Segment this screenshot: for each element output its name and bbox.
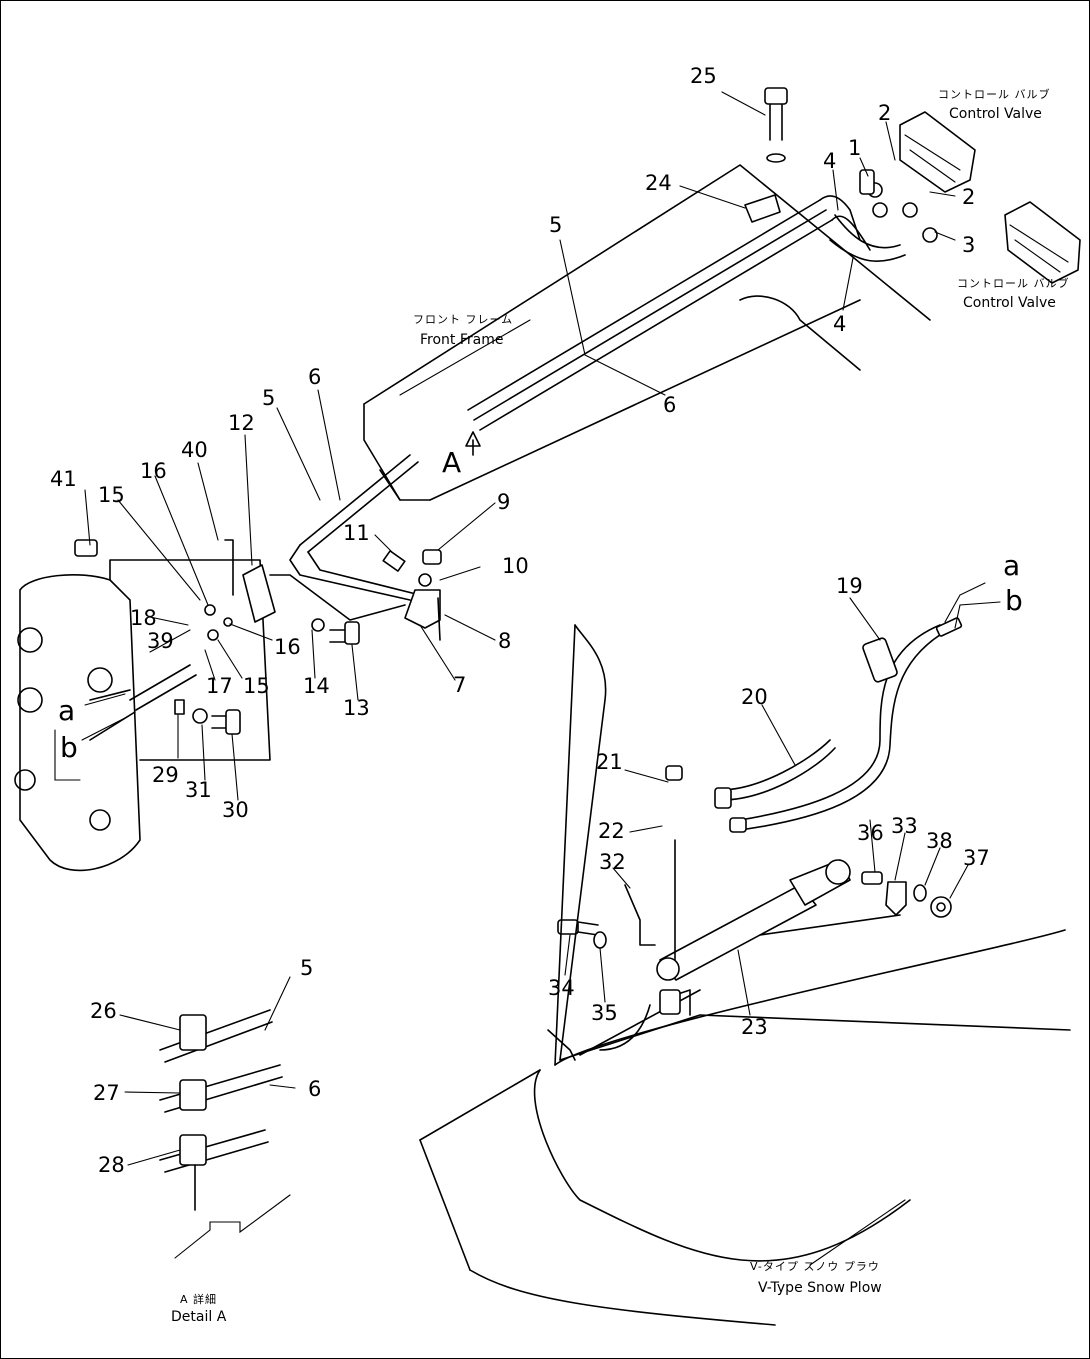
front-frame xyxy=(363,164,931,501)
callout-29: 29 xyxy=(152,763,179,787)
detail-a-clamps xyxy=(159,1009,291,1259)
snow-plow-jp-label: V-タイプ スノウ プラウ xyxy=(750,1260,880,1273)
front-frame-en-label: Front Frame xyxy=(420,332,503,348)
callout-13: 13 xyxy=(343,696,370,720)
callout-27: 27 xyxy=(93,1081,120,1105)
bolt-25 xyxy=(744,87,788,223)
bolt-13-14 xyxy=(311,618,360,645)
callout-3: 3 xyxy=(962,233,975,257)
callout-15-bottom: 15 xyxy=(243,674,270,698)
callout-23: 23 xyxy=(741,1015,768,1039)
callout-5-detail: 5 xyxy=(300,956,313,980)
callout-12: 12 xyxy=(228,411,255,435)
callout-5-top: 5 xyxy=(549,213,562,237)
hose-a-right-label: a xyxy=(1003,549,1020,582)
main-valve-block xyxy=(14,539,271,872)
callout-20: 20 xyxy=(741,685,768,709)
callout-9: 9 xyxy=(497,490,510,514)
valve-hoses-4 xyxy=(829,169,938,263)
callout-24: 24 xyxy=(645,171,672,195)
cylinder-23 xyxy=(656,839,901,981)
detail-a-en-label: Detail A xyxy=(171,1309,227,1325)
callout-6-right: 6 xyxy=(663,393,676,417)
callout-30: 30 xyxy=(222,798,249,822)
callout-28: 28 xyxy=(98,1153,125,1177)
callout-35: 35 xyxy=(591,1001,618,1025)
callout-5-left: 5 xyxy=(262,386,275,410)
callout-18: 18 xyxy=(130,606,157,630)
callout-33: 33 xyxy=(891,814,918,838)
valve-12 xyxy=(204,539,276,641)
callout-19: 19 xyxy=(836,574,863,598)
callout-2-right: 2 xyxy=(962,185,975,209)
callout-6-detail: 6 xyxy=(308,1077,321,1101)
detail-a-jp-label: A 詳細 xyxy=(180,1292,217,1306)
control-valve-top xyxy=(899,111,976,193)
callout-1: 1 xyxy=(848,136,861,160)
callout-6-left: 6 xyxy=(308,365,321,389)
hose-b-right-label: b xyxy=(1005,584,1023,617)
callout-32: 32 xyxy=(599,850,626,874)
callout-17: 17 xyxy=(206,674,233,698)
callout-8: 8 xyxy=(498,629,511,653)
callout-14: 14 xyxy=(303,674,330,698)
pin-32-bolt-34 xyxy=(557,884,656,949)
callout-25: 25 xyxy=(690,64,717,88)
callout-10: 10 xyxy=(502,554,529,578)
hose-a-left-label: a xyxy=(58,694,75,727)
view-marker-label: A xyxy=(442,446,461,479)
front-frame-jp-label: フロント フレーム xyxy=(413,313,513,326)
callout-11: 11 xyxy=(343,521,370,545)
callout-16-bottom: 16 xyxy=(274,635,301,659)
snow-plow-blade xyxy=(419,624,1071,1326)
callout-38: 38 xyxy=(926,829,953,853)
callout-4-top: 4 xyxy=(823,149,836,173)
callout-39: 39 xyxy=(147,629,174,653)
control-valve-top-jp-label: コントロール バルブ xyxy=(938,87,1051,101)
callout-40: 40 xyxy=(181,438,208,462)
control-valve-right-jp-label: コントロール バルブ xyxy=(957,276,1070,290)
view-arrow-a xyxy=(465,431,481,456)
control-valve-top-en-label: Control Valve xyxy=(949,106,1042,122)
hose-ab-left xyxy=(89,664,197,741)
callout-21: 21 xyxy=(596,750,623,774)
callout-16-top: 16 xyxy=(140,459,167,483)
bolt-30-31 xyxy=(174,699,241,735)
hose-19-20 xyxy=(665,617,963,833)
callout-2-top: 2 xyxy=(878,101,891,125)
leader-lines xyxy=(81,91,1001,1266)
callout-7: 7 xyxy=(453,673,466,697)
callout-41: 41 xyxy=(50,467,77,491)
callout-26: 26 xyxy=(90,999,117,1023)
pipes-5-6 xyxy=(269,195,871,621)
hose-b-left-label: b xyxy=(60,731,78,764)
callout-22: 22 xyxy=(598,819,625,843)
pin-parts-33-38 xyxy=(861,871,952,918)
callout-36: 36 xyxy=(857,821,884,845)
snow-plow-en-label: V-Type Snow Plow xyxy=(758,1280,882,1296)
callout-15-top: 15 xyxy=(98,483,125,507)
callout-31: 31 xyxy=(185,778,212,802)
callout-34: 34 xyxy=(548,976,575,1000)
control-valve-right xyxy=(1004,201,1081,284)
callout-4-bottom: 4 xyxy=(833,312,846,336)
fittings-7-11 xyxy=(382,549,442,641)
control-valve-right-en-label: Control Valve xyxy=(963,295,1056,311)
callout-37: 37 xyxy=(963,846,990,870)
